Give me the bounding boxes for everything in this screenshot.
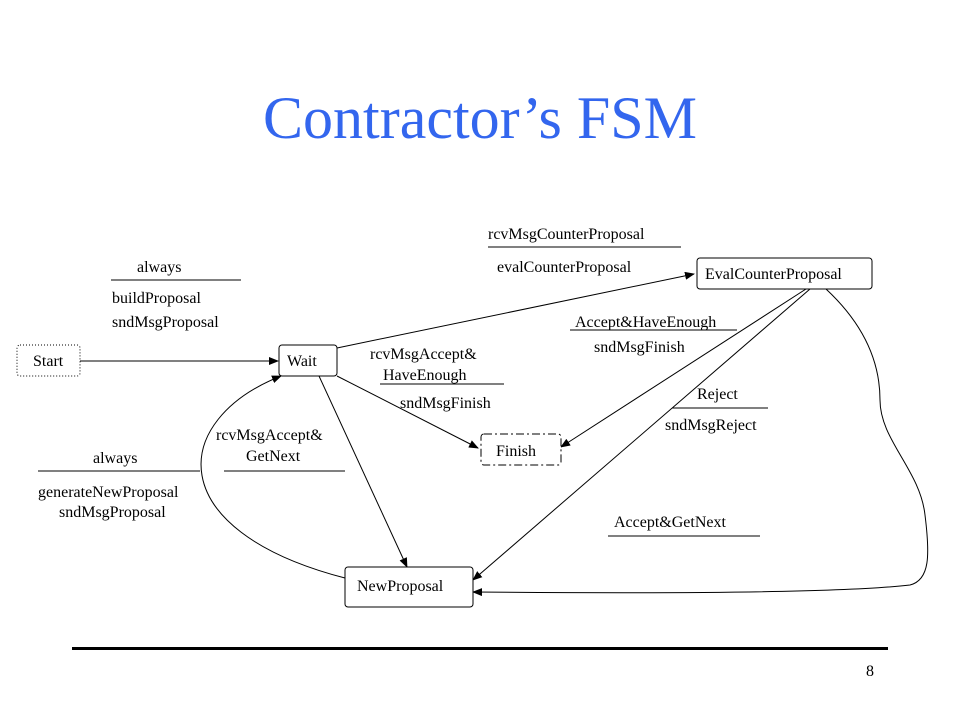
label-eval-newproposal-accept: Accept&GetNext: [608, 514, 760, 537]
cond-text: rcvMsgAccept&: [370, 346, 477, 363]
edges: [80, 271, 929, 597]
page-number: 8: [866, 663, 874, 680]
label-wait-newproposal: rcvMsgAccept& GetNext: [216, 427, 345, 472]
cond-text: always: [137, 259, 181, 276]
edge-eval-finish: [560, 288, 807, 448]
action-text: sndMsgFinish: [400, 395, 491, 412]
cond-text: Accept&GetNext: [614, 514, 727, 531]
action-text: evalCounterProposal: [497, 259, 632, 276]
edge-eval-newproposal-reject: [472, 288, 811, 581]
action-text: sndMsgFinish: [594, 339, 685, 356]
cond-text: rcvMsgCounterProposal: [488, 226, 645, 243]
cond-text: GetNext: [246, 448, 301, 465]
label-start-wait: always buildProposal sndMsgProposal: [111, 259, 241, 331]
label-wait-finish: rcvMsgAccept& HaveEnough sndMsgFinish: [370, 346, 504, 412]
action-text: sndMsgReject: [665, 417, 757, 434]
cond-text: Accept&HaveEnough: [575, 314, 716, 331]
state-finish-label: Finish: [496, 443, 536, 460]
edge-eval-newproposal-accept: [472, 288, 929, 597]
state-evalcounterproposal: EvalCounterProposal: [696, 257, 873, 290]
cond-text: always: [93, 450, 137, 467]
cond-text: rcvMsgAccept&: [216, 427, 323, 444]
action-text: generateNewProposal: [38, 484, 179, 501]
state-newproposal-label: NewProposal: [357, 578, 444, 595]
label-newproposal-wait: always generateNewProposal sndMsgProposa…: [38, 450, 200, 521]
state-start-label: Start: [33, 353, 64, 370]
label-eval-finish: Accept&HaveEnough sndMsgFinish: [570, 314, 737, 356]
state-wait-label: Wait: [287, 353, 317, 370]
cond-text: Reject: [697, 386, 738, 403]
action-text: sndMsgProposal: [59, 504, 166, 521]
state-newproposal: NewProposal: [344, 566, 474, 608]
action-text: buildProposal: [112, 290, 201, 307]
action-text: sndMsgProposal: [112, 314, 219, 331]
edge-wait-newproposal: [318, 375, 408, 568]
state-start: Start: [16, 344, 81, 377]
footer-rule: [72, 647, 888, 650]
state-finish: Finish: [480, 433, 562, 466]
edge-wait-finish: [336, 375, 479, 449]
label-wait-eval: rcvMsgCounterProposal evalCounterProposa…: [488, 226, 681, 276]
state-eval-label: EvalCounterProposal: [705, 266, 842, 283]
slide-title: Contractor’s FSM: [263, 85, 697, 151]
edge-wait-eval: [336, 271, 695, 349]
edge-newproposal-wait: [200, 375, 346, 579]
state-wait: Wait: [278, 344, 338, 377]
label-eval-newproposal-reject: Reject sndMsgReject: [665, 386, 768, 434]
cond-text: HaveEnough: [383, 367, 467, 384]
